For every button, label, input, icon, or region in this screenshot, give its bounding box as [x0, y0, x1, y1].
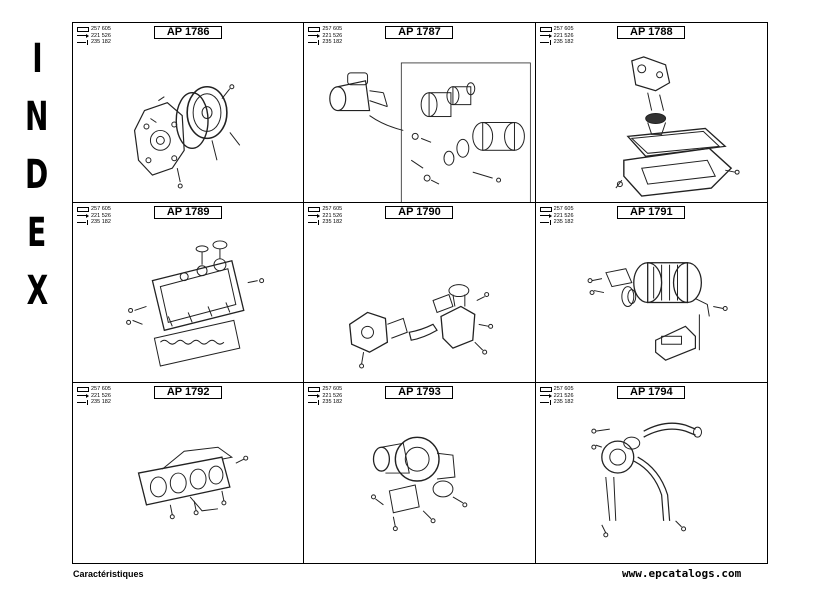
arrow-stop-icon	[539, 219, 552, 225]
ap-number-label[interactable]: AP 1787	[385, 26, 454, 39]
box-icon	[77, 206, 89, 212]
arrow-stop-icon	[308, 219, 320, 225]
turbocharger-drawing	[304, 401, 534, 563]
box-icon	[77, 26, 89, 32]
reference-number: 221 526	[322, 212, 343, 219]
reference-list: 257 605 221 526 235 182	[308, 26, 342, 46]
reference-list: 257 605 221 526 235 182	[308, 206, 342, 226]
index-cell-ap1792[interactable]: 257 605 221 526 235 182 AP 1792	[73, 383, 305, 563]
index-cell-ap1794[interactable]: 257 605 221 526 235 182 AP 1794	[536, 383, 767, 563]
index-cell-ap1789[interactable]: 257 605 221 526 235 182 AP 1789	[73, 203, 305, 383]
arrow-stop-icon	[539, 399, 552, 405]
arrow-icon	[77, 33, 89, 38]
index-cell-ap1791[interactable]: 257 605 221 526 235 182 AP 1791	[535, 203, 767, 383]
ap-number-label[interactable]: AP 1792	[154, 386, 223, 399]
reference-number: 257 605	[322, 26, 343, 32]
watermark-url[interactable]: www.epcatalogs.com	[622, 567, 742, 580]
arrow-icon	[539, 213, 552, 218]
ap-number-label[interactable]: AP 1791	[617, 206, 686, 219]
arrow-icon	[539, 33, 552, 38]
ap-number-label[interactable]: AP 1794	[617, 386, 686, 399]
ap-number-label[interactable]: AP 1786	[154, 26, 223, 39]
oil-pan-drawing	[536, 41, 767, 202]
reference-number: 235 182	[322, 399, 343, 405]
reference-number: 257 605	[553, 206, 574, 212]
reference-number: 221 526	[91, 392, 111, 399]
reference-number: 221 526	[91, 32, 111, 39]
index-grid: 257 605 221 526 235 182 AP 1786 257 605 …	[72, 22, 768, 564]
reference-number: 235 182	[553, 399, 574, 405]
turbo-piping-drawing	[536, 401, 767, 563]
index-cell-ap1793[interactable]: 257 605 221 526 235 182 AP 1793	[304, 383, 536, 563]
box-icon	[77, 386, 89, 392]
arrow-stop-icon	[539, 39, 552, 45]
reference-number: 221 526	[553, 392, 574, 399]
exhaust-manifold-drawing	[73, 401, 303, 563]
reference-number: 235 182	[322, 39, 343, 45]
reference-list: 257 605 221 526 235 182	[539, 26, 574, 46]
water-pump-drawing	[304, 221, 534, 382]
starter-drawing	[304, 41, 534, 202]
reference-number: 257 605	[553, 386, 574, 392]
ap-number-label[interactable]: AP 1788	[617, 26, 686, 39]
alternator-drawing	[536, 221, 767, 382]
index-cell-ap1787[interactable]: 257 605 221 526 235 182 AP 1787	[304, 23, 536, 203]
box-icon	[308, 386, 321, 392]
arrow-icon	[77, 393, 89, 398]
reference-number: 235 182	[553, 219, 574, 225]
reference-number: 257 605	[322, 206, 343, 212]
reference-number: 235 182	[91, 219, 111, 225]
index-cell-ap1788[interactable]: 257 605 221 526 235 182 AP 1788	[535, 23, 767, 203]
ap-number-label[interactable]: AP 1790	[385, 206, 454, 219]
reference-list: 257 605 221 526 235 182	[77, 26, 111, 46]
ap-number-label[interactable]: AP 1793	[385, 386, 454, 399]
reference-number: 221 526	[91, 212, 111, 219]
arrow-icon	[77, 213, 89, 218]
reference-list: 257 605 221 526 235 182	[77, 386, 111, 406]
reference-list: 257 605 221 526 235 182	[539, 206, 574, 226]
reference-number: 257 605	[91, 206, 111, 212]
arrow-stop-icon	[77, 219, 89, 225]
reference-number: 257 605	[91, 26, 111, 32]
box-icon	[308, 26, 321, 32]
arrow-stop-icon	[77, 399, 89, 405]
reference-number: 221 526	[322, 392, 343, 399]
reference-number: 257 605	[322, 386, 343, 392]
footer-caption: Caractéristiques	[73, 569, 144, 579]
flywheel-drawing	[73, 41, 303, 202]
index-letter: X	[26, 268, 48, 314]
reference-number: 235 182	[553, 39, 574, 45]
reference-list: 257 605 221 526 235 182	[308, 386, 342, 406]
index-letter: D	[25, 152, 49, 198]
index-letter: N	[25, 94, 49, 140]
reference-number: 235 182	[91, 39, 111, 45]
box-icon	[539, 26, 552, 32]
box-icon	[539, 206, 552, 212]
arrow-icon	[308, 213, 321, 218]
index-side-title: I N D E X	[22, 30, 52, 320]
reference-number: 221 526	[322, 32, 343, 39]
reference-number: 235 182	[91, 399, 111, 405]
reference-number: 235 182	[322, 219, 343, 225]
arrow-stop-icon	[308, 399, 320, 405]
box-icon	[539, 386, 552, 392]
arrow-stop-icon	[308, 39, 320, 45]
reference-number: 257 605	[91, 386, 111, 392]
reference-number: 221 526	[553, 32, 574, 39]
index-letter: I	[31, 36, 43, 82]
arrow-icon	[308, 33, 321, 38]
reference-list: 257 605 221 526 235 182	[539, 386, 574, 406]
index-letter: E	[27, 210, 47, 256]
index-cell-ap1790[interactable]: 257 605 221 526 235 182 AP 1790	[304, 203, 536, 383]
reference-list: 257 605 221 526 235 182	[77, 206, 111, 226]
ap-number-label[interactable]: AP 1789	[154, 206, 223, 219]
cylinder-head-drawing	[73, 221, 303, 382]
reference-number: 221 526	[553, 212, 574, 219]
reference-number: 257 605	[553, 26, 574, 32]
box-icon	[308, 206, 321, 212]
arrow-icon	[539, 393, 552, 398]
arrow-icon	[308, 393, 321, 398]
arrow-stop-icon	[77, 39, 89, 45]
index-cell-ap1786[interactable]: 257 605 221 526 235 182 AP 1786	[73, 23, 305, 203]
